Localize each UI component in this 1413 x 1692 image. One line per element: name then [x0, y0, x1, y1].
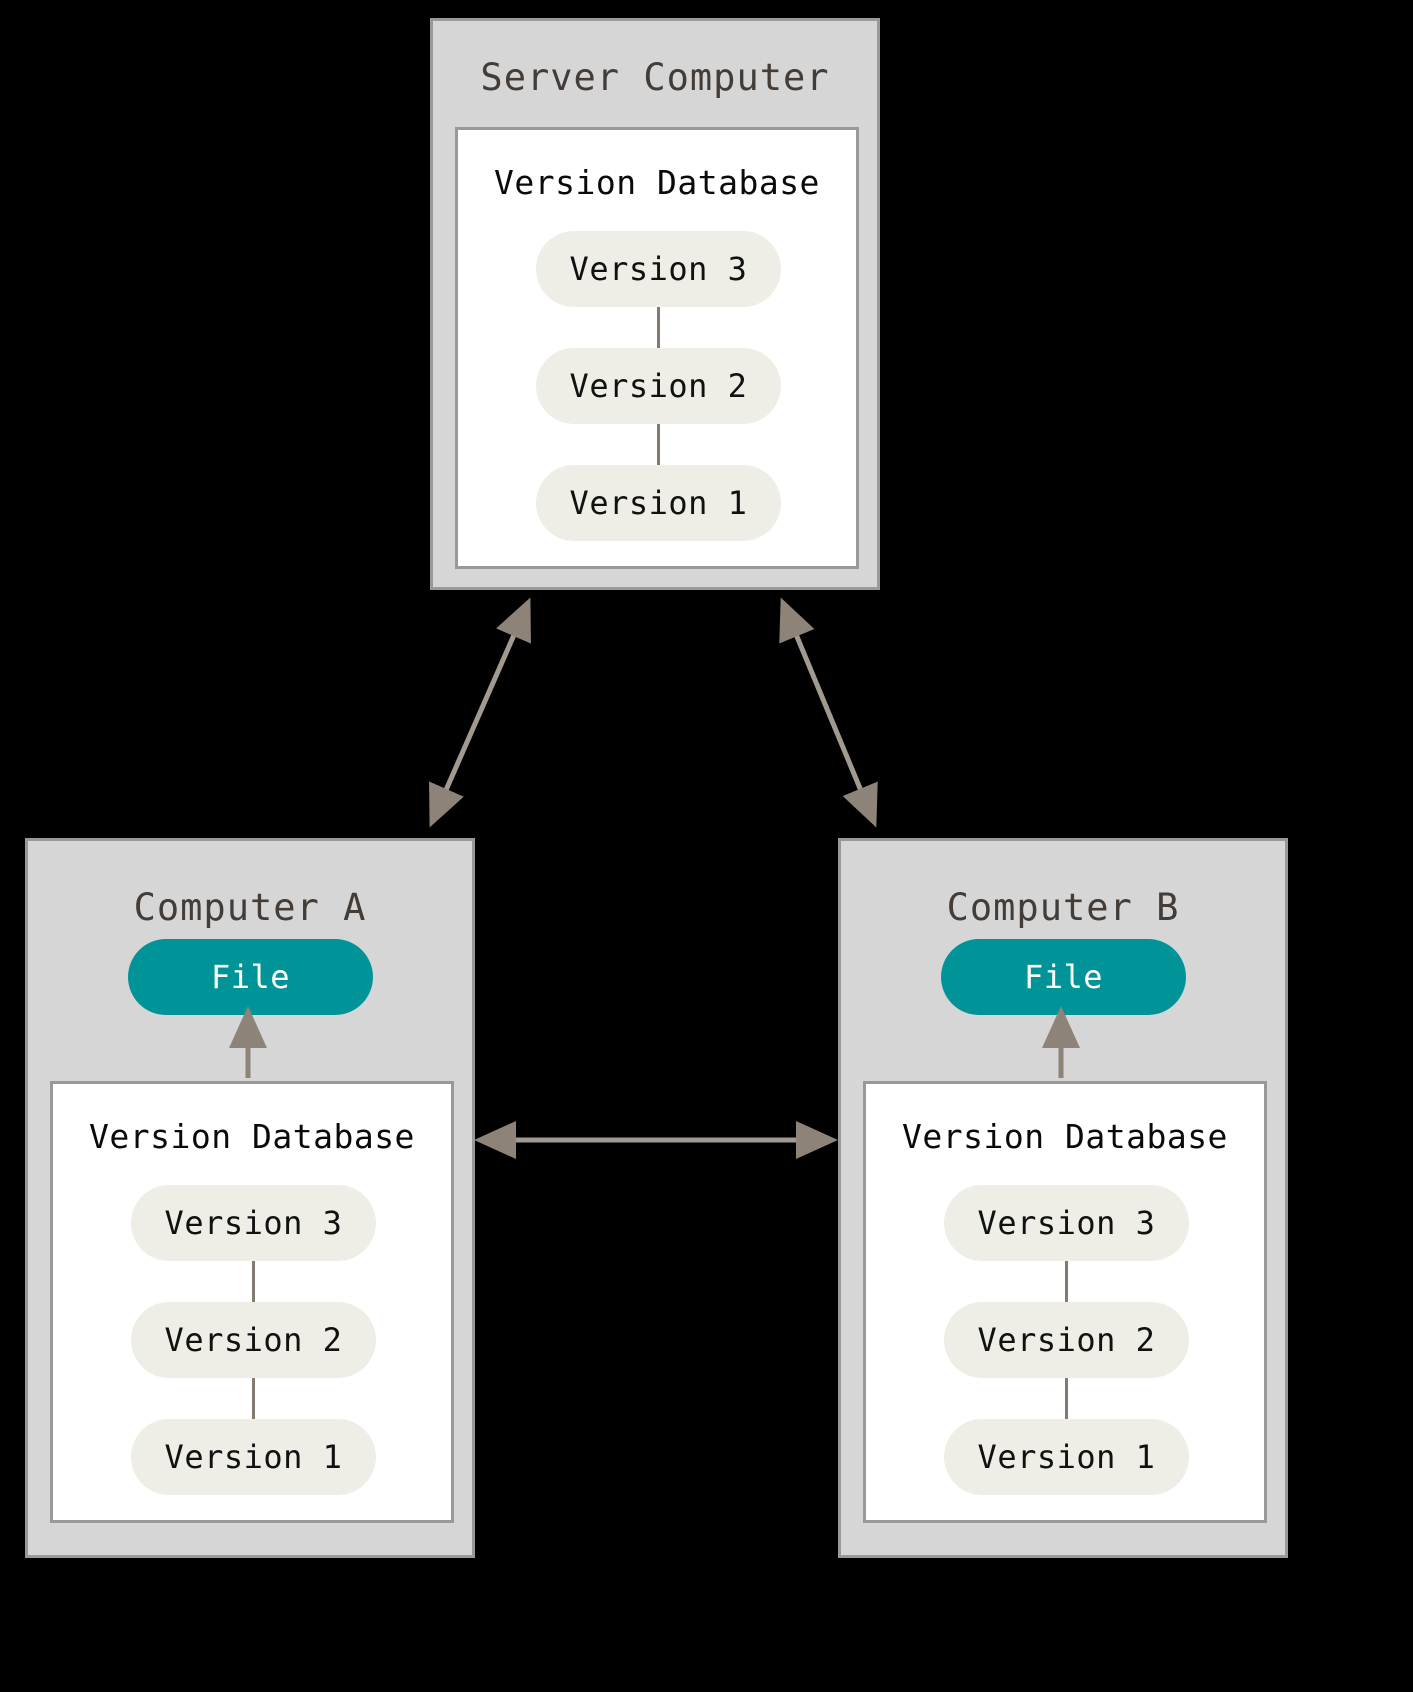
arrow-server-computer-b — [779, 597, 878, 828]
version-chain-connector — [657, 424, 660, 465]
computer-a-version-database-title: Version Database — [89, 1117, 415, 1156]
server-version-database-title: Version Database — [494, 163, 820, 202]
arrow-server-computer-a — [429, 597, 531, 828]
version-node[interactable]: Version 1 — [131, 1419, 376, 1495]
version-chain-connector — [252, 1378, 255, 1419]
computer-a-file-node[interactable]: File — [128, 939, 373, 1015]
version-node[interactable]: Version 3 — [536, 231, 781, 307]
server-computer-container: Server Computer Version Database Version… — [430, 18, 880, 590]
computer-b-version-database-panel: Version Database Version 3 Version 2 Ver… — [863, 1081, 1267, 1523]
version-node[interactable]: Version 1 — [536, 465, 781, 541]
version-node[interactable]: Version 2 — [536, 348, 781, 424]
version-chain-connector — [1065, 1378, 1068, 1419]
computer-a-title: Computer A — [133, 886, 367, 929]
version-chain-connector — [1065, 1261, 1068, 1302]
version-node[interactable]: Version 2 — [131, 1302, 376, 1378]
computer-b-version-database-title: Version Database — [902, 1117, 1228, 1156]
version-node[interactable]: Version 2 — [944, 1302, 1189, 1378]
computer-b-container: Computer B File Version Database Version… — [838, 838, 1288, 1558]
version-node[interactable]: Version 1 — [944, 1419, 1189, 1495]
version-chain-connector — [657, 307, 660, 348]
computer-b-title: Computer B — [946, 886, 1180, 929]
server-version-database-panel: Version Database Version 3 Version 2 Ver… — [455, 127, 859, 569]
version-node[interactable]: Version 3 — [944, 1185, 1189, 1261]
version-chain-connector — [252, 1261, 255, 1302]
version-node[interactable]: Version 3 — [131, 1185, 376, 1261]
computer-a-version-database-panel: Version Database Version 3 Version 2 Ver… — [50, 1081, 454, 1523]
server-computer-title: Server Computer — [480, 56, 830, 99]
computer-b-file-node[interactable]: File — [941, 939, 1186, 1015]
computer-a-container: Computer A File Version Database Version… — [25, 838, 475, 1558]
